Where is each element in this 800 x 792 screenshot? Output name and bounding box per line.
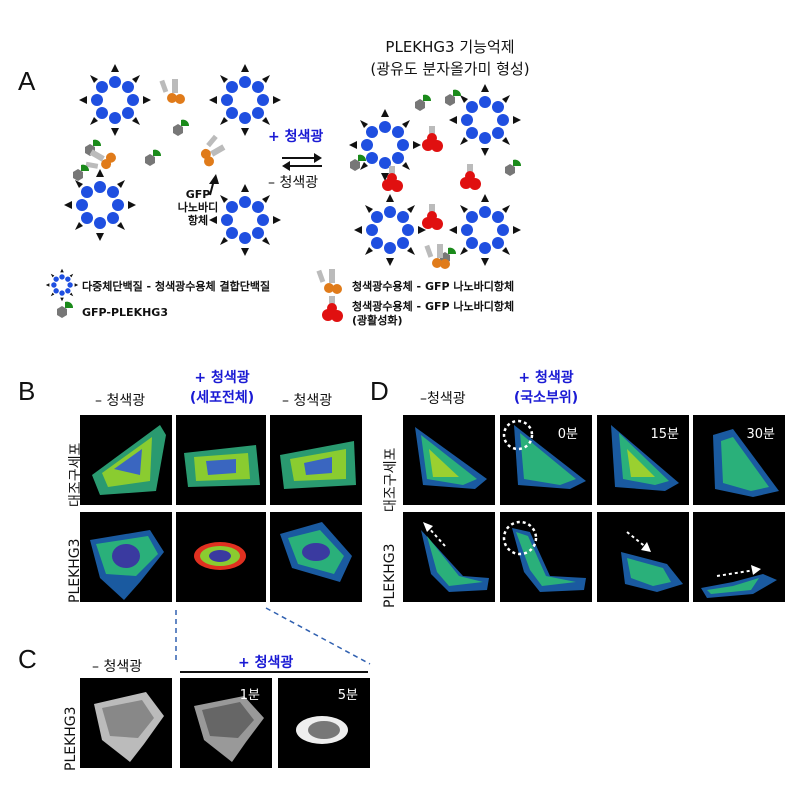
minus-blue-light-label: – 청색광 bbox=[268, 175, 319, 191]
panel-d-row2-label: PLEKHG3 bbox=[382, 543, 398, 608]
panel-b-col1-label: – 청색광 bbox=[95, 393, 146, 409]
panel-b-image-r2c3 bbox=[270, 512, 362, 602]
panel-a-title-line2: (광유도 분자올가미 형성) bbox=[370, 60, 530, 78]
gfp-nanobody-label-3: 항체 bbox=[187, 214, 209, 227]
legend-item-receptor-nanobody: 청색광수용체 - GFP 나노바디항체 bbox=[352, 280, 515, 293]
panel-d-col2-label: + 청색광 (국소부위) bbox=[496, 368, 596, 408]
legend-item-activated: 청색광수용체 - GFP 나노바디항체 (광활성화) bbox=[352, 300, 514, 328]
panel-d-image-r1c4: 30분 bbox=[693, 415, 785, 505]
gfp-nanobody-label-2: 나노바디 bbox=[177, 201, 219, 214]
panel-c-image-1 bbox=[80, 678, 172, 768]
panel-d-image-r1c1 bbox=[403, 415, 495, 505]
panel-c-time-1: 1분 bbox=[239, 688, 260, 703]
legend-item-activated-2: (광활성화) bbox=[352, 314, 403, 327]
panel-d-image-r1c3: 15분 bbox=[597, 415, 689, 505]
panel-d-time-0: 0분 bbox=[557, 427, 578, 442]
panel-c-row1-label: PLEKHG3 bbox=[63, 706, 79, 771]
panel-c-letter: C bbox=[18, 644, 37, 674]
panel-a-title: PLEKHG3 기능억제 (광유도 분자올가미 형성) bbox=[320, 36, 580, 80]
panel-d-col2-label-1: + 청색광 bbox=[518, 370, 574, 386]
panel-d-row1-label: 대조구세포 bbox=[383, 447, 399, 512]
panel-b-image-r1c1 bbox=[80, 415, 172, 505]
gfp-nanobody-label-1: GFP bbox=[185, 188, 211, 201]
panel-a-title-line1: PLEKHG3 기능억제 bbox=[385, 38, 515, 56]
legend-item-activated-1: 청색광수용체 - GFP 나노바디항체 bbox=[352, 300, 515, 313]
panel-b-image-r2c1 bbox=[80, 512, 172, 602]
panel-d-time-30: 30분 bbox=[746, 427, 775, 442]
panel-d-image-r2c3 bbox=[597, 512, 689, 602]
panel-b-image-r1c2 bbox=[176, 415, 266, 505]
panel-b-col2-label-1: + 청색광 bbox=[194, 370, 250, 386]
panel-d-image-r2c2 bbox=[500, 512, 592, 602]
gfp-nanobody-label: GFP 나노바디 항체 bbox=[168, 188, 228, 227]
panel-b-image-r2c2 bbox=[176, 512, 266, 602]
plus-blue-light-label: + 청색광 bbox=[268, 129, 324, 145]
panel-d-letter: D bbox=[370, 376, 389, 406]
panel-d-image-r1c2: 0분 bbox=[500, 415, 592, 505]
panel-d-image-r2c4 bbox=[693, 512, 785, 602]
panel-d-image-r2c1 bbox=[403, 512, 495, 602]
panel-a-diagram bbox=[45, 64, 522, 322]
panel-b-col3-label: – 청색광 bbox=[282, 393, 333, 409]
panel-d-col2-label-2: (국소부위) bbox=[513, 390, 579, 406]
legend-item-gfp-plekhg3: GFP-PLEKHG3 bbox=[82, 306, 168, 319]
panel-c-col1-label: – 청색광 bbox=[92, 659, 143, 675]
panel-c-image-2: 1분 bbox=[180, 678, 272, 768]
panel-c-time-2: 5분 bbox=[337, 688, 358, 703]
panel-c-col2-label: + 청색광 bbox=[238, 655, 294, 671]
panel-a-letter: A bbox=[18, 66, 36, 96]
panel-b-col2-label: + 청색광 (세포전체) bbox=[172, 368, 272, 408]
panel-c-image-3: 5분 bbox=[278, 678, 370, 768]
panel-b-letter: B bbox=[18, 376, 36, 406]
panel-d-time-15: 15분 bbox=[650, 427, 679, 442]
panel-b-image-r1c3 bbox=[270, 415, 362, 505]
panel-b-col2-label-2: (세포전체) bbox=[189, 390, 255, 406]
legend-item-multimer: 다중체단백질 - 청색광수용체 결합단백질 bbox=[82, 280, 271, 293]
panel-d-col1-label: –청색광 bbox=[420, 391, 466, 407]
